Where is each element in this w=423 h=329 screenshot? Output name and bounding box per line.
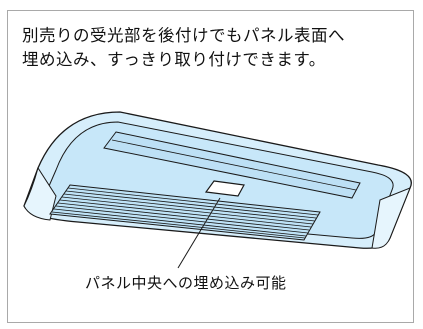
grille-slats [51,187,319,239]
intake-grille [49,184,321,241]
caption-leader-line [177,197,221,269]
receiver-unit [204,180,245,197]
panel-corner-left [23,166,57,221]
illustration-caption: パネル中央への埋め込み可能 [85,274,287,292]
description-line-1: 別売りの受光部を後付けでもパネル表面へ [22,26,345,45]
description-text: 別売りの受光部を後付けでもパネル表面へ 埋め込み、すっきり取り付けできます。 [22,24,402,72]
description-line-2: 埋め込み、すっきり取り付けできます。 [22,50,326,69]
panel-corner-right [371,187,411,249]
rear-air-slot [103,131,361,199]
